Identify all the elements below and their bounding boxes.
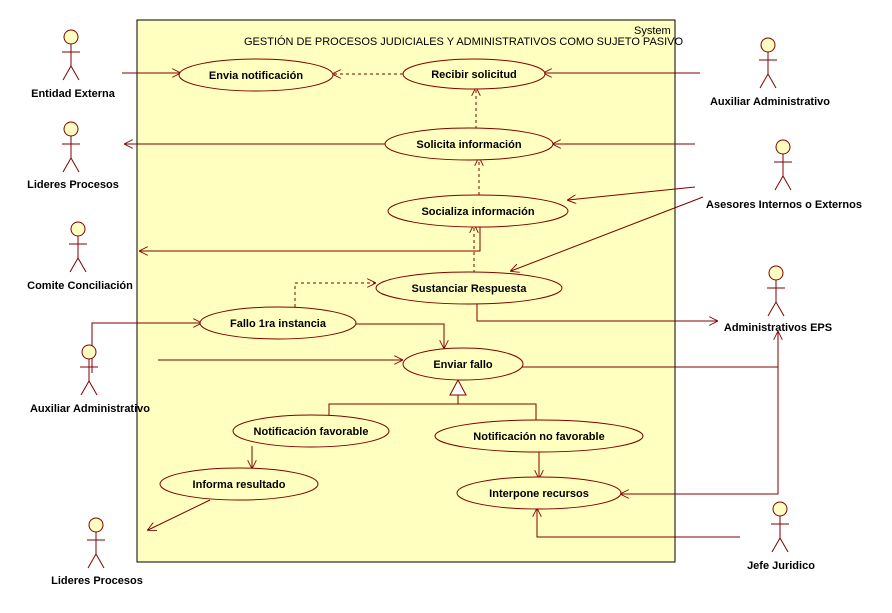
actor-label: Lideres Procesos	[27, 179, 119, 191]
actor-auxiliar-administrativo-right[interactable]	[759, 37, 777, 89]
usecase-label: Interpone recursos	[489, 488, 589, 500]
actor-label: Lideres Procesos	[51, 575, 143, 587]
dependencies	[294, 74, 479, 307]
actor-label: Administrativos EPS	[724, 322, 832, 334]
usecase-solicita-informacion[interactable]: Solicita información	[384, 127, 554, 161]
actor-administrativos-eps[interactable]	[767, 265, 785, 317]
actor-label: Comite Conciliación	[27, 280, 133, 292]
usecase-interpone-recursos[interactable]: Interpone recursos	[456, 476, 622, 510]
usecase-label: Envia notificación	[209, 70, 303, 82]
actor-lideres-procesos-2[interactable]	[87, 517, 105, 569]
actor-lideres-procesos-1[interactable]	[62, 121, 80, 173]
usecase-notificacion-favorable[interactable]: Notificación favorable	[232, 414, 390, 448]
usecase-label: Sustanciar Respuesta	[412, 283, 528, 295]
actor-label: Entidad Externa	[31, 88, 116, 100]
actor-label: Auxiliar Administrativo	[710, 96, 830, 108]
usecase-label: Fallo 1ra instancia	[230, 318, 327, 330]
usecase-enviar-fallo[interactable]: Enviar fallo	[402, 347, 524, 381]
actor-auxiliar-administrativo-left[interactable]	[80, 344, 98, 396]
usecase-socializa-informacion[interactable]: Socializa información	[387, 194, 569, 228]
actor-entidad-externa[interactable]	[62, 29, 80, 81]
usecase-label: Recibir solicitud	[431, 69, 517, 81]
system-title: GESTIÓN DE PROCESOS JUDICIALES Y ADMINIS…	[244, 35, 684, 48]
generalization-triangle	[449, 378, 467, 396]
usecase-label: Solicita información	[416, 139, 521, 151]
actor-label: Auxiliar Administrativo	[30, 403, 150, 415]
usecase-label: Notificación no favorable	[473, 431, 604, 443]
usecase-sustanciar-respuesta[interactable]: Sustanciar Respuesta	[375, 271, 563, 305]
usecase-label: Informa resultado	[193, 479, 286, 491]
actor-jefe-juridico[interactable]	[771, 501, 789, 553]
usecase-recibir-solicitud[interactable]: Recibir solicitud	[402, 58, 546, 90]
usecase-informa-resultado[interactable]: Informa resultado	[159, 467, 319, 501]
generalization	[328, 378, 537, 422]
actor-label: Jefe Juridico	[747, 560, 815, 572]
usecase-fallo-1ra-instancia[interactable]: Fallo 1ra instancia	[199, 306, 357, 340]
usecase-label: Socializa información	[421, 206, 534, 218]
usecase-label: Notificación favorable	[254, 426, 369, 438]
usecase-notificacion-no-favorable[interactable]: Notificación no favorable	[434, 419, 644, 453]
associations	[91, 73, 778, 538]
system-label: System	[634, 25, 671, 37]
usecase-label: Enviar fallo	[433, 359, 493, 371]
usecase-envia-notificacion[interactable]: Envia notificación	[178, 58, 334, 92]
actor-asesores[interactable]	[774, 139, 792, 191]
actor-label: Asesores Internos o Externos	[706, 199, 862, 211]
actor-comite-conciliacion[interactable]	[69, 221, 87, 273]
